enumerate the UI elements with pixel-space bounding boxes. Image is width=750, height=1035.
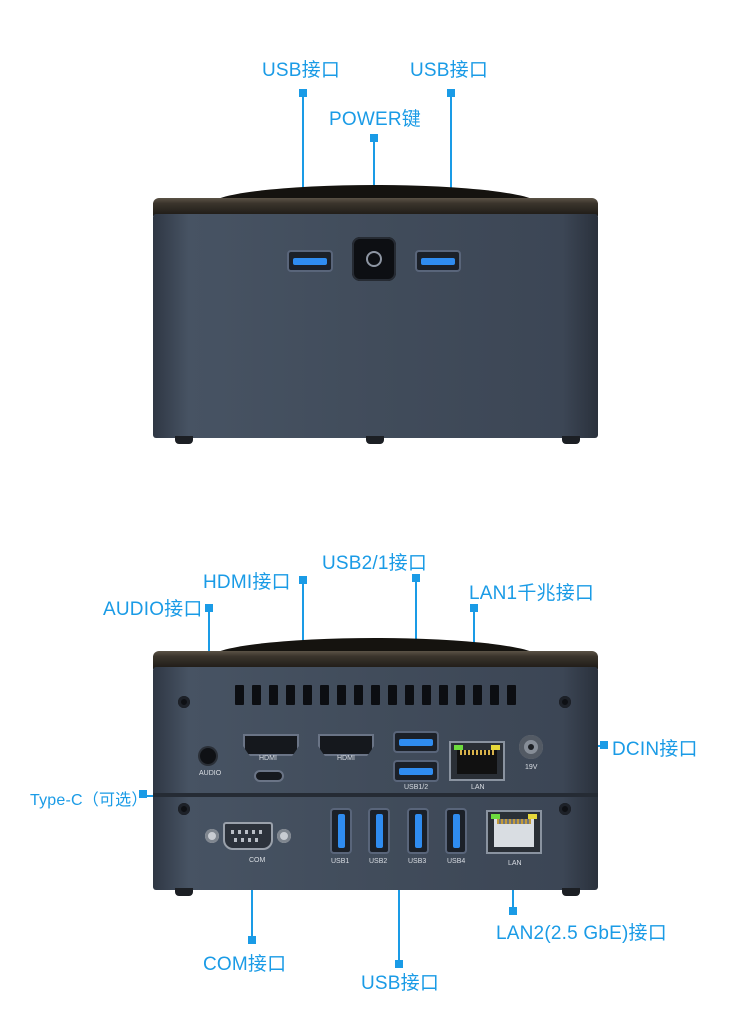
vent-slot — [490, 685, 499, 705]
marker-dcin — [600, 741, 608, 749]
leader-com — [251, 862, 253, 938]
callout-hdmi: HDMI接口 — [203, 572, 291, 593]
screw — [559, 803, 571, 815]
device-foot — [175, 888, 193, 896]
hdmi-port-2-label: HDMI — [337, 755, 355, 762]
leader-usb-left — [302, 95, 304, 245]
usb1-port-label: USB1 — [331, 858, 350, 865]
vent-slot — [507, 685, 516, 705]
leader-usb-right — [450, 95, 452, 245]
callout-lan1: LAN1千兆接口 — [469, 583, 595, 604]
usb-port-usb4[interactable] — [445, 808, 467, 854]
lan2-led-yellow — [528, 814, 537, 819]
dc-port-label: 19V — [525, 764, 538, 771]
power-button[interactable] — [352, 237, 396, 281]
lan2-port[interactable] — [486, 810, 542, 854]
marker-lan2 — [509, 907, 517, 915]
usb4-port-label: USB4 — [447, 858, 466, 865]
usb-port-usb3[interactable] — [407, 808, 429, 854]
vent-slot — [303, 685, 312, 705]
com-port-label: COM — [249, 857, 266, 864]
callout-audio: AUDIO接口 — [103, 599, 203, 620]
audio-port-label: AUDIO — [199, 770, 222, 777]
vent-slot — [320, 685, 329, 705]
screw — [178, 696, 190, 708]
vent-slot — [354, 685, 363, 705]
usb-port-2[interactable] — [393, 731, 439, 753]
device-lid — [153, 651, 598, 669]
vent-slot — [269, 685, 278, 705]
vent-slot — [439, 685, 448, 705]
usb3-port-label: USB3 — [408, 858, 427, 865]
screw — [559, 696, 571, 708]
marker-usb21 — [412, 574, 420, 582]
marker-lan1 — [470, 604, 478, 612]
dc-pin — [528, 744, 534, 750]
vent-slot — [405, 685, 414, 705]
screw — [178, 803, 190, 815]
marker-usb-right — [447, 89, 455, 97]
marker-power — [370, 134, 378, 142]
device-foot — [562, 436, 580, 444]
device-foot — [562, 888, 580, 896]
hdmi-port-2[interactable] — [318, 734, 374, 756]
lan-led-green — [454, 745, 463, 750]
hdmi-port-1[interactable] — [243, 734, 299, 756]
marker-usb-left — [299, 89, 307, 97]
type-c-port[interactable] — [254, 770, 284, 782]
marker-typec — [139, 790, 147, 798]
vent-slot — [422, 685, 431, 705]
usb12-port-label: USB1/2 — [404, 784, 429, 791]
com-screw — [277, 829, 291, 843]
callout-typec: Type-C（可选） — [30, 792, 148, 809]
callout-usb-left: USB接口 — [262, 60, 341, 81]
vent-slot — [388, 685, 397, 705]
front-usb-port-right[interactable] — [415, 250, 461, 272]
vent-slot — [252, 685, 261, 705]
marker-usb — [395, 960, 403, 968]
lan2-led-green — [491, 814, 500, 819]
vent-slot — [371, 685, 380, 705]
dc-in-jack[interactable] — [519, 735, 543, 759]
com-connector — [223, 822, 273, 850]
device-foot — [175, 436, 193, 444]
com-screw — [205, 829, 219, 843]
front-usb-port-left[interactable] — [287, 250, 333, 272]
vent-slot — [473, 685, 482, 705]
usb-port-usb2[interactable] — [368, 808, 390, 854]
usb-port-1[interactable] — [393, 760, 439, 782]
device-lid — [153, 198, 598, 216]
marker-audio — [205, 604, 213, 612]
callout-power: POWER键 — [329, 109, 421, 130]
lan1-port-label: LAN — [471, 784, 485, 791]
marker-com — [248, 936, 256, 944]
audio-jack[interactable] — [200, 748, 216, 764]
vent-slot — [456, 685, 465, 705]
callout-usb-right: USB接口 — [410, 60, 489, 81]
vent-slot — [235, 685, 244, 705]
usb2-port-label: USB2 — [369, 858, 388, 865]
panel-divider — [153, 793, 598, 797]
callout-usb21: USB2/1接口 — [322, 553, 428, 574]
device-foot — [366, 436, 384, 444]
marker-hdmi — [299, 576, 307, 584]
callout-lan2: LAN2(2.5 GbE)接口 — [496, 923, 667, 944]
com-port[interactable] — [205, 820, 291, 852]
hdmi-port-1-label: HDMI — [259, 755, 277, 762]
callout-com: COM接口 — [203, 954, 287, 975]
leader-usb — [398, 880, 400, 962]
vent-slot — [337, 685, 346, 705]
vent-slot — [286, 685, 295, 705]
usb-port-usb1[interactable] — [330, 808, 352, 854]
power-icon — [366, 251, 382, 267]
lan1-port[interactable] — [449, 741, 505, 781]
lan2-port-label: LAN — [508, 860, 522, 867]
callout-dcin: DCIN接口 — [612, 739, 698, 760]
callout-usb: USB接口 — [361, 973, 440, 994]
lan-led-yellow — [491, 745, 500, 750]
